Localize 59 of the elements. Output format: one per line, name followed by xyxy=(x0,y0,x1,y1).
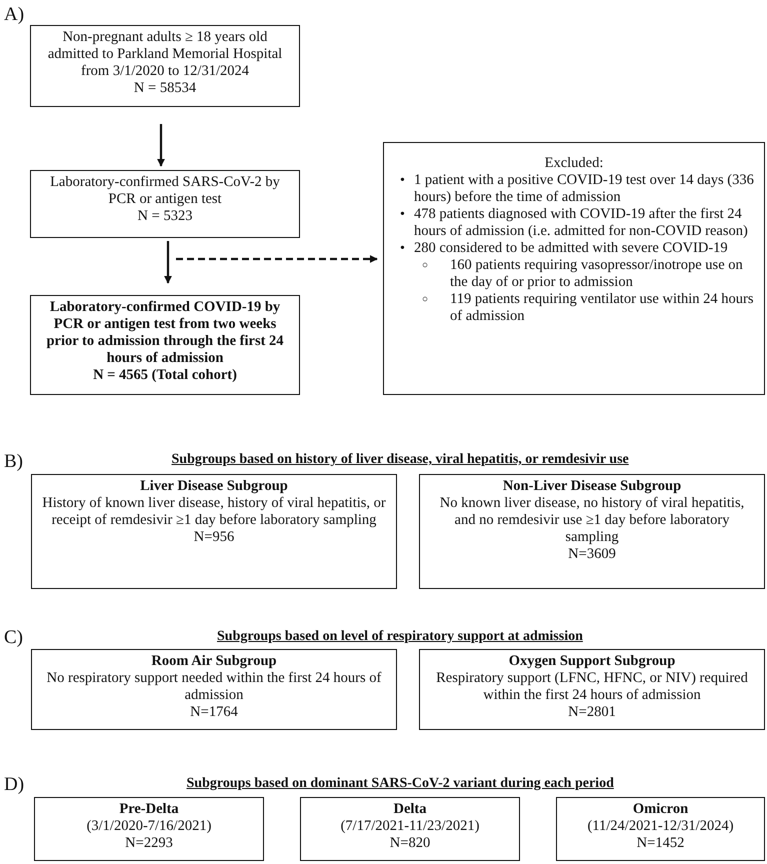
box-text: (3/1/2020-7/16/2021) xyxy=(86,818,212,835)
list-bullet: • xyxy=(400,240,405,257)
box-text: Laboratory-confirmed COVID-19 by PCR or antigen test from two weeks prior to admission through the first 24 hours of admission xyxy=(45,299,285,367)
exclusion-box xyxy=(383,142,765,395)
box-text: N=2293 xyxy=(124,835,174,852)
process-box xyxy=(300,797,520,861)
box-text: N=820 xyxy=(388,835,432,852)
process-box xyxy=(31,474,397,589)
section-heading: Subgroups based on dominant SARS-CoV-2 variant during each period xyxy=(186,776,614,792)
section-label: C) xyxy=(4,627,23,649)
list-bullet: ○ xyxy=(422,259,428,273)
list-item-text: 119 patients requiring ventilator use within 24 hours of admission xyxy=(450,291,754,324)
box-text: N=956 xyxy=(192,529,236,546)
section-heading: Subgroups based on level of respiratory support at admission xyxy=(217,629,583,645)
section-label: D) xyxy=(4,774,24,796)
box-text: History of known liver disease, history of viral hepatitis, or receipt of remdesivir ≥1 day before laboratory sampling xyxy=(41,495,387,529)
box-heading: Non-Liver Disease Subgroup xyxy=(502,478,682,495)
box-text: No known liver disease, no history of viral hepatitis, and no remdesivir use ≥1 day before laboratory sampling xyxy=(438,495,746,546)
list-item-text: 478 patients diagnosed with COVID-19 after the first 24 hours of admission (i.e. admitted for non-COVID reason) xyxy=(414,206,748,239)
box-heading: Excluded: xyxy=(544,155,604,172)
box-text: (11/24/2021-12/31/2024) xyxy=(586,818,735,835)
list-item-text: 280 considered to be admitted with severe COVID-19 xyxy=(414,240,728,256)
box-text: N=2801 xyxy=(567,704,617,721)
section-label: B) xyxy=(4,451,23,473)
section-heading: Subgroups based on history of liver disease, viral hepatitis, or remdesivir use xyxy=(172,452,629,468)
process-box xyxy=(419,649,765,730)
process-box xyxy=(556,797,765,861)
list-bullet: • xyxy=(400,206,405,223)
process-box xyxy=(31,649,397,730)
box-heading: Room Air Subgroup xyxy=(150,653,278,670)
box-text: N = 5323 xyxy=(136,208,194,225)
box-text: Non-pregnant adults ≥ 18 years old admitted to Parkland Memorial Hospital from 3/1/2020 to 12/31/2024 xyxy=(46,29,284,80)
list-item-text: 160 patients requiring vasopressor/inotrope use on the day of or prior to admission xyxy=(450,257,743,290)
box-text: N=3609 xyxy=(567,546,617,563)
process-box xyxy=(30,170,300,238)
box-text: N=1452 xyxy=(636,835,686,852)
box-text: Respiratory support (LFNC, HFNC, or NIV) required within the first 24 hours of admission xyxy=(435,670,749,704)
process-box xyxy=(30,25,300,107)
list-bullet: ○ xyxy=(422,293,428,307)
process-box xyxy=(419,474,765,589)
process-box xyxy=(30,295,300,395)
box-text: N=1764 xyxy=(189,704,239,721)
box-heading: Oxygen Support Subgroup xyxy=(508,653,676,670)
list-item-text: 1 patient with a positive COVID-19 test over 14 days (336 hours) before the time of admission xyxy=(414,172,754,205)
section-label: A) xyxy=(4,4,24,26)
arrow xyxy=(164,241,172,284)
arrow xyxy=(157,124,165,167)
box-heading: Omicron xyxy=(632,801,690,818)
box-text: N = 4565 (Total cohort) xyxy=(92,367,238,384)
box-heading: Delta xyxy=(392,801,428,818)
box-heading: Pre-Delta xyxy=(118,801,180,818)
list-bullet: • xyxy=(400,172,405,189)
box-heading: Liver Disease Subgroup xyxy=(139,478,289,495)
box-text: Laboratory-confirmed SARS-CoV-2 by PCR or antigen test xyxy=(49,174,281,208)
box-text: (7/17/2021-11/23/2021) xyxy=(340,818,480,835)
box-text: No respiratory support needed within the first 24 hours of admission xyxy=(46,670,382,704)
process-box xyxy=(34,797,264,861)
arrow xyxy=(176,255,378,263)
box-text: N = 58534 xyxy=(132,80,198,97)
